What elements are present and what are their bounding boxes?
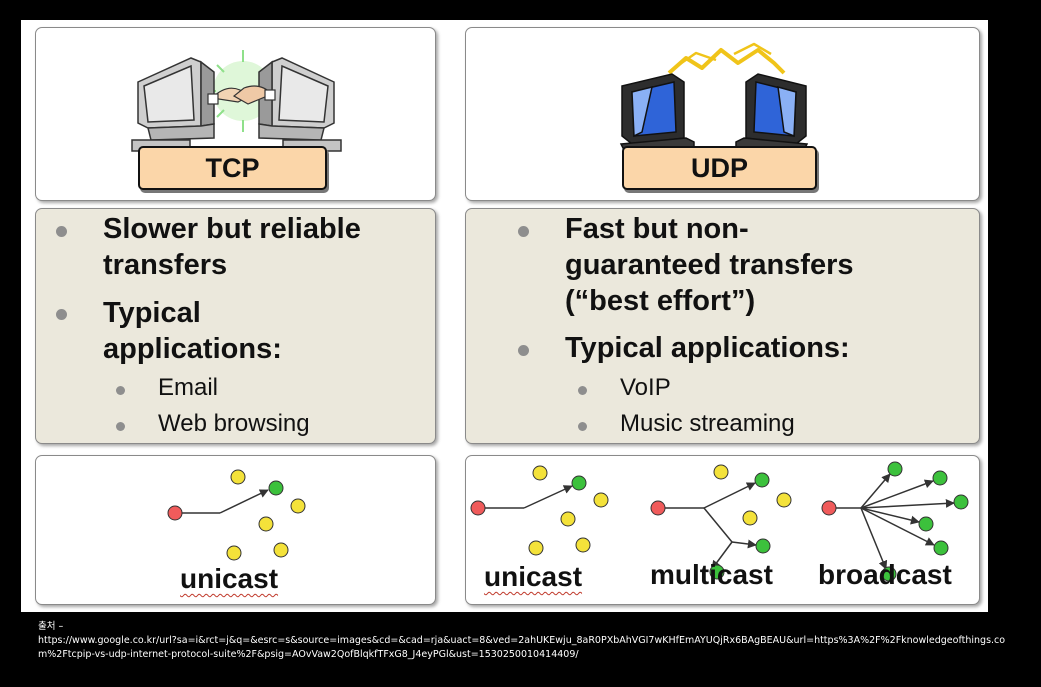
udp-bullets-panel: Fast but non- guaranteed transfers (“bes… <box>465 208 980 444</box>
receiver-node <box>887 461 903 477</box>
tcp-cast-panel: unicast <box>35 455 436 605</box>
handshake-computers-illustration <box>131 50 342 152</box>
broadcast-arrow <box>860 507 935 546</box>
receiver-node <box>932 470 948 486</box>
broadcast-arrow <box>860 507 888 570</box>
multicast-nodes <box>650 464 792 580</box>
lightning-icon <box>667 42 786 75</box>
handshake-icon <box>207 85 276 105</box>
receiver-node <box>755 538 771 554</box>
source-caption: 출처 – https://www.google.co.kr/url?sa=i&r… <box>38 620 1018 662</box>
tcp-label: TCP <box>138 146 327 190</box>
sender-node <box>821 500 837 516</box>
sub-bullet-dot <box>578 386 587 395</box>
udp-label: UDP <box>622 146 817 190</box>
receiver-node <box>571 475 587 491</box>
slide: TCP <box>21 20 988 612</box>
bullet-dot <box>56 309 67 320</box>
sender-node <box>167 505 183 521</box>
udp-unicast-diagram <box>470 465 609 556</box>
broadcast-arrow <box>860 473 891 509</box>
idle-node <box>560 511 576 527</box>
udp-sub-bullet-voip: VoIP <box>620 374 671 401</box>
receiver-node <box>754 472 770 488</box>
broadcast-diagram <box>836 473 955 570</box>
broadcast-label: broadcast <box>818 559 952 590</box>
idle-node <box>713 464 729 480</box>
sub-bullet-dot <box>116 422 125 431</box>
udp-bullet-1-line-2: guaranteed transfers <box>565 249 854 281</box>
udp-label-text: UDP <box>690 152 748 183</box>
sender-node <box>650 500 666 516</box>
broadcast-arrow <box>860 507 920 525</box>
sender-node <box>470 500 486 516</box>
idle-node <box>528 540 544 556</box>
left-computer-icon <box>131 57 215 152</box>
idle-node <box>230 469 246 485</box>
tcp-sub-bullet-web: Web browsing <box>158 410 310 437</box>
wireless-computers-illustration <box>619 42 809 155</box>
broadcast-nodes <box>821 461 969 582</box>
udp-bullet-2: Typical applications: <box>565 330 850 366</box>
sub-bullet-dot <box>116 386 125 395</box>
tcp-header-panel: TCP <box>35 27 436 201</box>
receiver-node <box>918 516 934 532</box>
tcp-bullet-1-line-1: Slower but reliable <box>103 213 361 245</box>
unicast-diagram <box>167 469 306 561</box>
receiver-node <box>881 566 897 582</box>
multicast-arrow <box>711 541 733 570</box>
sub-bullet-dot <box>578 422 587 431</box>
broadcast-arrow <box>860 479 934 509</box>
right-computer-icon <box>258 57 342 152</box>
udp-bullet-1-line-1: Fast but non- <box>565 213 749 245</box>
source-url[interactable]: https://www.google.co.kr/url?sa=i&rct=j&… <box>38 635 1006 660</box>
idle-node <box>290 498 306 514</box>
multicast-label: multicast <box>650 559 773 590</box>
udp-bullet-2-line-1: Typical applications: <box>565 332 850 364</box>
udp-bullet-1: Fast but non- guaranteed transfers (“bes… <box>565 211 854 319</box>
multicast-diagram <box>665 482 757 570</box>
tcp-bullet-1: Slower but reliable transfers <box>103 211 361 283</box>
tcp-bullet-2: Typical applications: <box>103 295 282 367</box>
udp-bullet-1-line-3: (“best effort”) <box>565 285 756 317</box>
multicast-arrow <box>703 507 733 543</box>
unicast-arrow <box>219 489 269 514</box>
tcp-unicast-label: unicast <box>180 563 279 594</box>
tcp-sub-bullet-email: Email <box>158 374 219 401</box>
udp-cast-panel: unicast multicast broadcast <box>465 455 980 605</box>
multicast-arrow <box>731 539 757 549</box>
receiver-node <box>953 494 969 510</box>
idle-node <box>532 465 548 481</box>
idle-node <box>575 537 591 553</box>
udp-sub-bullet-music: Music streaming <box>620 410 795 437</box>
right-monitor-icon <box>735 73 809 155</box>
receiver-node <box>933 540 949 556</box>
multicast-arrow <box>703 482 756 509</box>
idle-node <box>593 492 609 508</box>
receiver-node <box>268 480 284 496</box>
receiver-node <box>709 564 725 580</box>
tcp-bullet-2-line-2: applications: <box>103 333 282 365</box>
bullet-dot <box>56 226 67 237</box>
udp-header-panel: UDP <box>465 27 980 201</box>
tcp-bullet-2-line-1: Typical <box>103 297 201 329</box>
tcp-bullets-panel: Slower but reliable transfers Typical ap… <box>35 208 436 444</box>
tcp-label-text: TCP <box>205 152 260 183</box>
left-monitor-icon <box>619 73 695 155</box>
idle-node <box>776 492 792 508</box>
cast-diagrams <box>470 461 969 582</box>
idle-node <box>273 542 289 558</box>
idle-node <box>226 545 242 561</box>
tcp-bullet-1-line-2: transfers <box>103 249 228 281</box>
idle-node <box>258 516 274 532</box>
udp-unicast-label: unicast <box>484 561 583 592</box>
unicast-arrow <box>523 485 573 509</box>
bullet-dot <box>518 226 529 237</box>
bullet-dot <box>518 345 529 356</box>
source-label: 출처 – <box>38 621 64 632</box>
idle-node <box>742 510 758 526</box>
broadcast-arrow <box>860 498 955 509</box>
